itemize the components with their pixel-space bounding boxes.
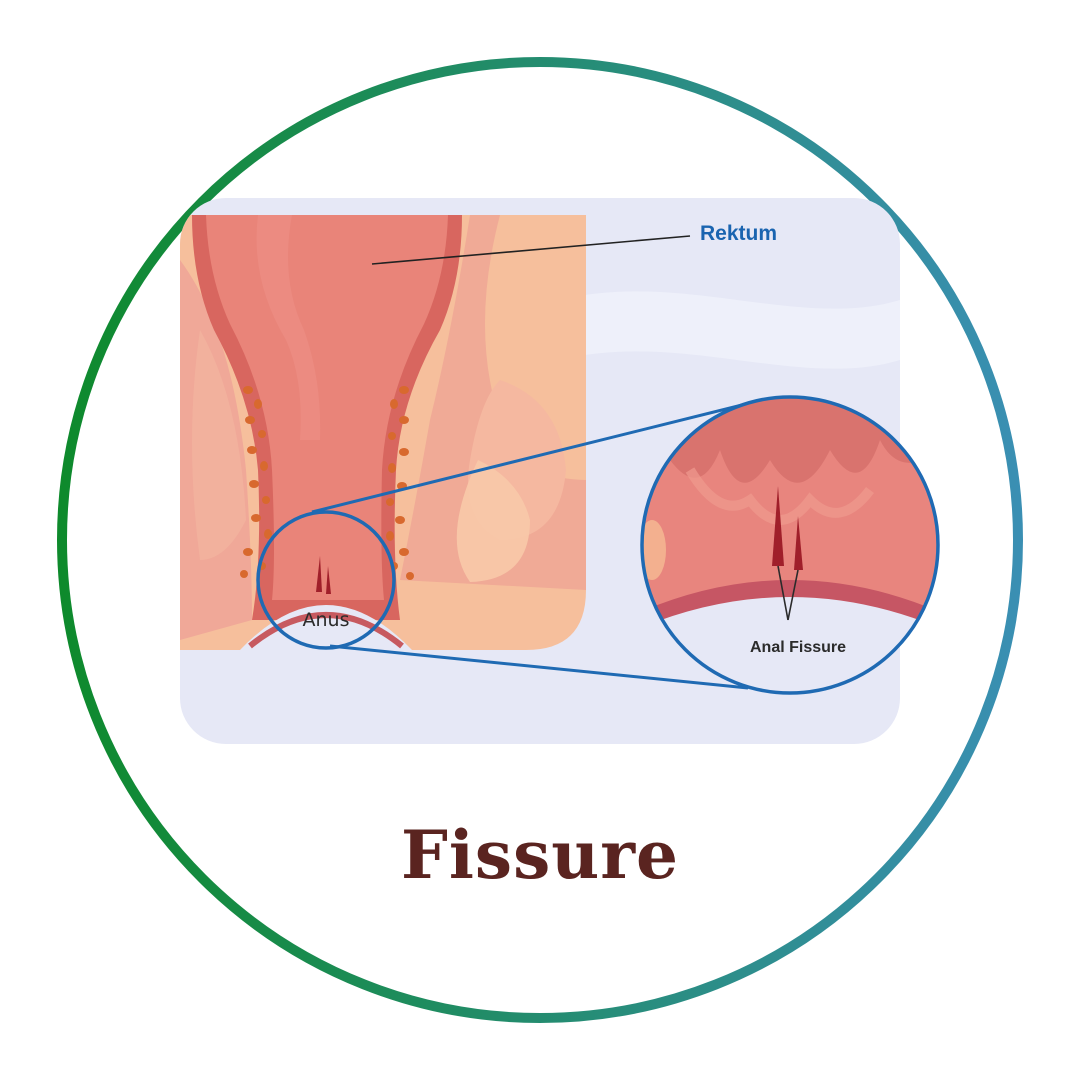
anal-fissure-mark xyxy=(772,486,784,566)
zoom-line-bottom xyxy=(329,644,749,690)
gland-left xyxy=(240,386,272,578)
zoom-circle xyxy=(640,395,940,695)
rektum-pointer xyxy=(371,235,691,265)
zoom-line-top xyxy=(311,403,743,514)
anatomy-illustration xyxy=(180,215,900,650)
anal-fissure-label: Anal Fissure xyxy=(750,639,846,656)
page-title: Fissure xyxy=(401,816,679,894)
zoomed-view xyxy=(642,397,938,693)
rectum xyxy=(206,215,448,600)
anus-highlight-circle xyxy=(256,510,396,650)
rektum-label: Rektum xyxy=(700,222,777,245)
small-fissure-marks xyxy=(316,556,331,594)
anus-label: Anus xyxy=(303,609,350,631)
gland-right xyxy=(386,386,414,580)
